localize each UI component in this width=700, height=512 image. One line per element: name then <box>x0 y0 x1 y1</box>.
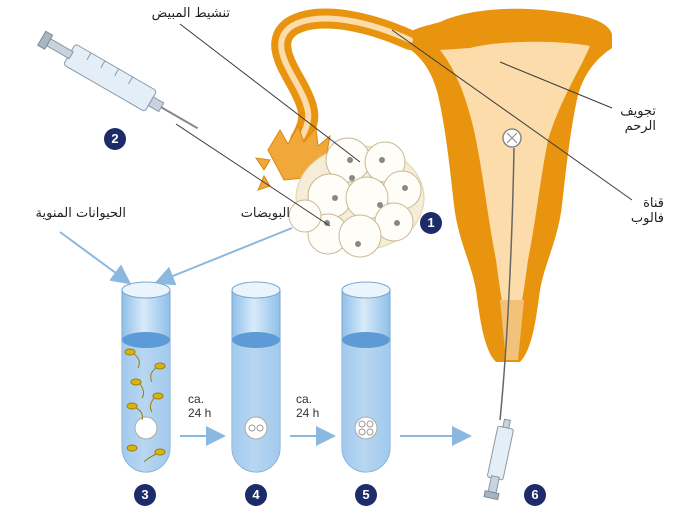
test-tube-3 <box>121 281 171 473</box>
uterus-illustration <box>254 8 612 363</box>
step-badge-1: 1 <box>420 212 442 234</box>
transfer-catheter <box>499 147 515 421</box>
label-fallopian-tube: قناة فالوب <box>630 196 664 226</box>
incubation-time-1-hours: 24 h <box>188 406 212 420</box>
uterine-cavity-shape <box>440 41 590 341</box>
step-badge-3: 3 <box>134 484 156 506</box>
step-badge-4: 4 <box>245 484 267 506</box>
incubation-time-2-hours: 24 h <box>296 406 320 420</box>
incubation-time-2: ca. 24 h <box>296 392 319 420</box>
incubation-time-1-approx: ca. <box>188 392 205 406</box>
incubation-time-1: ca. 24 h <box>188 392 211 420</box>
label-uterine-cavity: تجويف الرحم <box>620 104 656 134</box>
leader-lines <box>175 23 633 227</box>
incubation-time-2-approx: ca. <box>296 392 313 406</box>
step-badge-6: 6 <box>524 484 546 506</box>
ovary-follicles <box>288 137 425 258</box>
test-tube-4 <box>231 281 281 473</box>
syringe-egg-retrieval <box>37 30 199 130</box>
step-badge-2: 2 <box>104 128 126 150</box>
test-tube-5 <box>341 281 391 473</box>
syringe-embryo-transfer <box>483 418 514 501</box>
label-ovary-stimulation: تنشيط المبيض <box>151 6 230 21</box>
label-eggs: البويضات <box>240 206 290 221</box>
step-badge-5: 5 <box>355 484 377 506</box>
label-sperm: الحيوانات المنوية <box>35 206 126 221</box>
fallopian-tube-shape <box>271 8 420 150</box>
